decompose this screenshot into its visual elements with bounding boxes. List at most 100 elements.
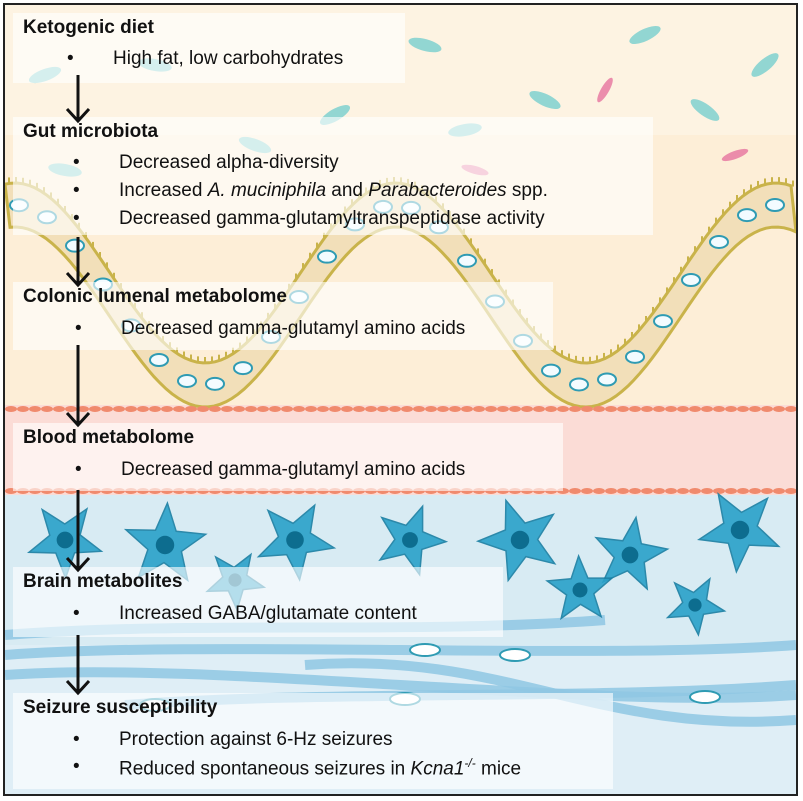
vessel-wall-cell — [41, 406, 53, 412]
vessel-wall-cell — [761, 488, 773, 494]
bullet-text-part: Decreased gamma-glutamyl amino acids — [121, 459, 466, 480]
cell-nucleus — [149, 353, 169, 368]
vessel-wall-cell — [689, 488, 701, 494]
bullet-microbiota-2: •Increased A. muciniphila and Parabacter… — [73, 180, 548, 202]
vessel-wall-cell — [101, 406, 113, 412]
bullet-text-part: High fat, low carbohydrates — [113, 48, 344, 69]
cell-nucleus — [233, 361, 253, 376]
vessel-wall-cell — [53, 406, 65, 412]
cell-nucleus — [653, 314, 673, 329]
bullet-microbiota-1: •Decreased alpha-diversity — [73, 152, 339, 174]
vessel-wall-cell — [509, 406, 521, 412]
neuron-nucleus — [402, 532, 418, 548]
vessel-wall-cell — [281, 406, 293, 412]
bullet-brain-1: •Increased GABA/glutamate content — [73, 603, 417, 625]
bullet-dot: • — [73, 756, 80, 777]
vessel-wall-cell — [161, 406, 173, 412]
bullet-text-part: Increased — [119, 180, 208, 201]
neuron-nucleus — [155, 535, 175, 555]
vessel-wall-cell — [581, 406, 593, 412]
arrow-colonic-to-blood — [65, 345, 91, 428]
glial-nucleus — [689, 690, 721, 704]
bullet-diet-1: •High fat, low carbohydrates — [67, 48, 344, 70]
bacterium — [690, 99, 720, 121]
glial-nucleus — [409, 643, 441, 657]
cell-nucleus — [709, 234, 729, 249]
vessel-wall-cell — [725, 406, 737, 412]
vessel-wall-cell — [461, 406, 473, 412]
cell-nucleus — [541, 363, 561, 378]
vessel-wall-cell — [545, 406, 557, 412]
vessel-wall-cell — [437, 406, 449, 412]
vessel-wall-cell — [653, 406, 665, 412]
arrow-brain-to-seizure — [65, 635, 91, 696]
vessel-wall-cell — [629, 406, 641, 412]
vessel-wall-cell — [605, 406, 617, 412]
neuron-nucleus — [286, 531, 304, 549]
vessel-wall-cell — [665, 406, 677, 412]
vessel-wall-cell — [413, 406, 425, 412]
vessel-wall-cell — [317, 406, 329, 412]
neuron-nucleus — [730, 520, 750, 540]
vessel-wall-cell — [497, 406, 509, 412]
vessel-wall-cell — [581, 488, 593, 494]
vessel-wall-cell — [689, 406, 701, 412]
heading-colonic-metabolome: Colonic lumenal metabolome — [23, 286, 287, 307]
bullet-text-part: -/- — [464, 756, 476, 770]
vessel-wall-cell — [401, 406, 413, 412]
cell-nucleus — [317, 249, 337, 264]
glial-nucleus — [499, 648, 531, 662]
bullet-seizure-1: •Protection against 6-Hz seizures — [73, 729, 393, 751]
vessel-wall-cell — [749, 406, 761, 412]
vessel-wall-cell — [521, 406, 533, 412]
heading-blood-metabolome: Blood metabolome — [23, 427, 195, 448]
bullet-text-part: spp. — [506, 180, 548, 201]
vessel-wall-cell — [785, 488, 796, 494]
bullet-text-part: Decreased gamma-glutamyltranspeptidase a… — [119, 208, 545, 229]
vessel-wall-cell — [485, 406, 497, 412]
bullet-text-part: Kcna1 — [410, 758, 465, 780]
vessel-wall-cell — [725, 488, 737, 494]
vessel-wall-cell — [737, 406, 749, 412]
axon — [5, 640, 796, 660]
vessel-wall-cell — [677, 488, 689, 494]
vessel-wall-cell — [713, 406, 725, 412]
vessel-wall-cell — [533, 406, 545, 412]
vessel-wall-cell — [629, 488, 641, 494]
vessel-wall-cell — [377, 406, 389, 412]
heading-ketogenic-diet: Ketogenic diet — [23, 17, 154, 38]
bullet-text-part: Protection against 6-Hz seizures — [119, 729, 393, 750]
bullet-dot: • — [73, 152, 80, 173]
vessel-wall-cell — [569, 488, 581, 494]
vessel-wall-cell — [149, 406, 161, 412]
vessel-wall-cell — [569, 406, 581, 412]
bacterium — [721, 148, 749, 162]
vessel-wall-cell — [29, 406, 41, 412]
vessel-wall-cell — [173, 406, 185, 412]
cell-nucleus — [205, 376, 225, 391]
cell-nucleus — [625, 349, 645, 364]
vessel-wall-cell — [773, 488, 785, 494]
vessel-wall-cell — [389, 406, 401, 412]
heading-brain-metabolites: Brain metabolites — [23, 571, 183, 592]
vessel-wall-cell — [257, 406, 269, 412]
vessel-wall-cell — [269, 406, 281, 412]
vessel-wall-cell — [209, 406, 221, 412]
vessel-wall-cell — [557, 406, 569, 412]
bullet-text-part: Reduced spontaneous seizures in — [119, 758, 411, 780]
vessel-wall-cell — [245, 406, 257, 412]
panel-microbiota — [13, 117, 653, 235]
vessel-wall-cell — [449, 406, 461, 412]
vessel-wall-cell — [761, 406, 773, 412]
vessel-wall-cell — [77, 406, 89, 412]
bullet-text-part: Increased GABA/glutamate content — [119, 603, 417, 624]
bacterium — [529, 90, 561, 110]
bullet-dot: • — [73, 208, 80, 229]
vessel-wall-cell — [641, 488, 653, 494]
cell-nucleus — [765, 198, 785, 213]
cell-nucleus — [737, 208, 757, 223]
panel-diet — [13, 13, 405, 83]
bullet-colonic-1: •Decreased gamma-glutamyl amino acids — [75, 318, 465, 340]
vessel-wall-cell — [137, 406, 149, 412]
vessel-wall-cell — [617, 488, 629, 494]
